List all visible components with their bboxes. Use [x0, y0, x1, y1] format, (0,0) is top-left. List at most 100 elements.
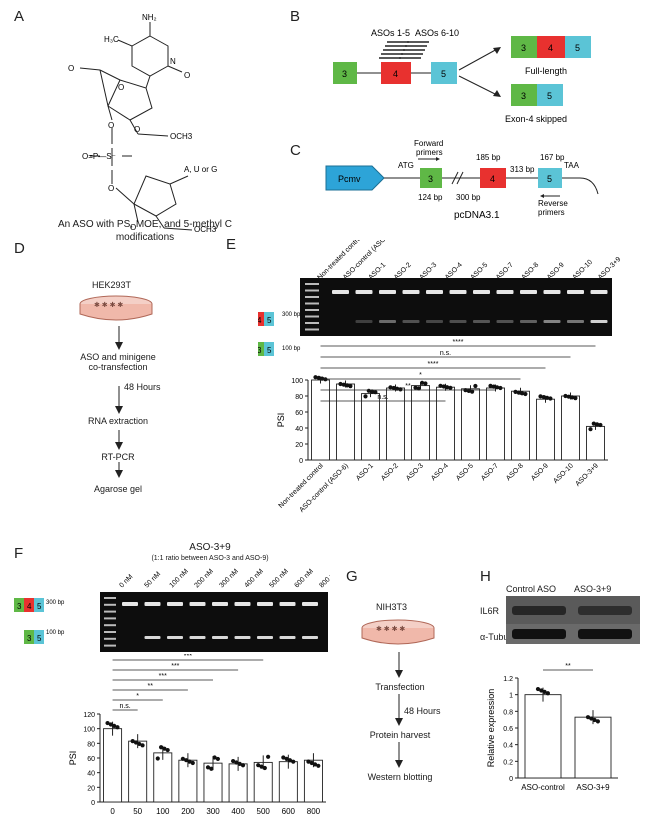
bp-300-label: 300 bp [456, 193, 481, 202]
gel-band-skip [402, 320, 420, 323]
ladder-band [104, 644, 116, 647]
plasmid-label: pcDNA3.1 [454, 210, 500, 221]
h-col1-label: Control ASO [506, 584, 557, 594]
gel-band-skip [234, 636, 251, 639]
panel-letter-c: C [290, 142, 301, 159]
y-tick-label: 0 [299, 458, 303, 465]
bar [103, 728, 123, 803]
data-point [566, 394, 571, 399]
data-point [542, 689, 547, 694]
gel-band-skip [567, 320, 584, 323]
y-tick-label: 40 [87, 771, 95, 778]
o-ring-label-2: O [108, 184, 114, 193]
data-point [591, 421, 596, 426]
bar [486, 387, 505, 461]
o-link-label: O [134, 125, 140, 134]
y-tick-label: 0.6 [503, 726, 513, 733]
gel-band-skip [449, 320, 467, 323]
p-group-label: O=P—S⁻ [82, 152, 116, 161]
step-d-1: ASO and minigene [80, 352, 156, 362]
e-marker-5: 5 [267, 316, 272, 325]
n-label: N [170, 57, 176, 66]
data-point [545, 395, 550, 400]
data-point [338, 381, 343, 387]
data-point [108, 722, 113, 727]
gel-band-skip [426, 320, 443, 323]
data-point [140, 743, 145, 748]
data-point [190, 760, 195, 766]
data-point [287, 758, 293, 763]
x-tick-label: 300 [206, 807, 220, 816]
methyl-label: H₃C [104, 35, 119, 44]
data-point [488, 383, 493, 388]
data-point [413, 385, 418, 390]
minigene-construct: Pcmv ATG Forward primers 3 124 bp 300 bp… [325, 139, 599, 221]
data-point [423, 381, 428, 386]
significance-label: *** [159, 673, 167, 680]
atg-label: ATG [398, 161, 414, 170]
bp-185-label: 185 bp [476, 153, 501, 162]
y-axis-label: PSI [68, 751, 78, 766]
y-tick-label: 1.2 [503, 676, 513, 683]
exon-5-box [431, 62, 457, 84]
data-point [573, 396, 578, 401]
bar [336, 383, 355, 461]
data-point [445, 385, 450, 390]
data-point [130, 739, 135, 744]
data-point [595, 422, 600, 427]
data-point [545, 691, 550, 696]
data-point [595, 719, 600, 724]
full-exon-5-label: 5 [575, 43, 580, 53]
nih3t3-label: NIH3T3 [376, 602, 408, 612]
panel-letter-d: D [14, 240, 25, 257]
bp-124-label: 124 bp [418, 193, 443, 202]
bar [386, 387, 405, 461]
data-point [470, 389, 475, 394]
reverse-primer-label-1: Reverse [538, 199, 568, 208]
ladder-band [104, 617, 116, 620]
f-title: ASO-3+9 [189, 542, 231, 553]
significance-label: *** [184, 654, 192, 660]
step-d-3: 48 Hours [124, 382, 161, 392]
x-tick-label: 500 [257, 807, 271, 816]
x-tick-label: ASO-7 [480, 462, 500, 482]
gel-band-full [144, 602, 161, 606]
significance-label: ** [565, 663, 571, 670]
data-point [520, 391, 525, 396]
y-tick-label: 0.8 [503, 709, 513, 716]
f-lane-label: 800 nM [318, 568, 330, 590]
y-tick-label: 80 [87, 741, 95, 748]
y-tick-label: 120 [83, 712, 95, 719]
forward-primer-label-1: Forward [414, 139, 443, 148]
ladder-band [104, 610, 116, 613]
data-point [373, 390, 378, 395]
f-band-100-label: 100 bp [46, 630, 65, 636]
bar [436, 386, 455, 461]
exon-skipped-label: Exon-4 skipped [505, 114, 567, 124]
step-d-6: Agarose gel [93, 484, 143, 494]
reverse-primer-label-2: primers [538, 208, 565, 217]
data-point [541, 395, 546, 400]
data-point [209, 766, 214, 771]
data-point [416, 386, 421, 391]
flow-arrows-g [395, 652, 403, 768]
bar [153, 752, 173, 803]
pcmv-label: Pcmv [338, 174, 361, 184]
data-point [231, 758, 236, 764]
data-point [266, 754, 271, 759]
x-tick-label: ASO-control (ASO-6) [298, 462, 349, 513]
gel-band-full [473, 290, 490, 294]
x-tick-label: 200 [181, 807, 195, 816]
full-exon-3-label: 3 [521, 43, 526, 53]
base-label: A, U or G [184, 165, 217, 174]
data-point [592, 717, 597, 723]
step-g-2: 48 Hours [404, 706, 441, 716]
c-exon-3-label: 3 [428, 174, 433, 184]
e-marker-skip-5: 5 [267, 346, 272, 355]
y-tick-label: 40 [295, 426, 303, 433]
significance-label: * [136, 693, 139, 700]
y-tick-label: 0 [91, 800, 95, 807]
